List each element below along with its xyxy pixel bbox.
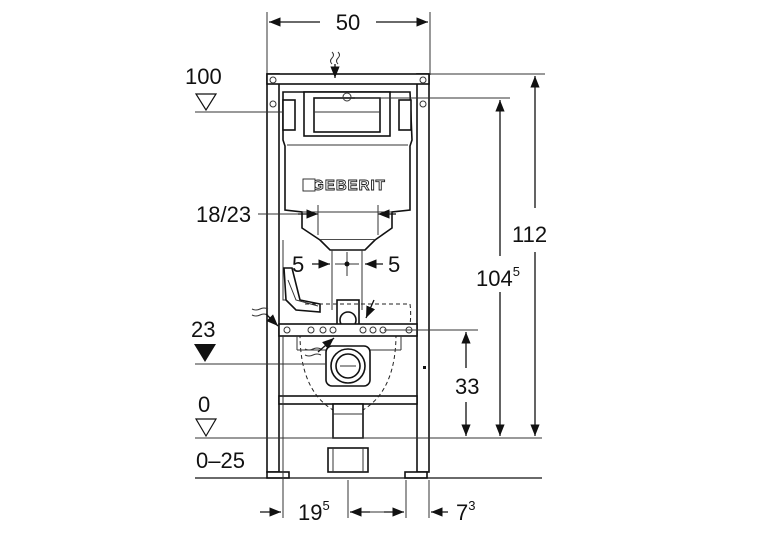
level-23-marker: 23 bbox=[191, 317, 216, 362]
side-left-label: 5 bbox=[292, 252, 304, 277]
installation-frame bbox=[266, 73, 430, 479]
water-inlet-icon bbox=[330, 51, 340, 78]
height-actuator-dimension: 1045 bbox=[355, 97, 520, 436]
level-zero-label: 0 bbox=[198, 392, 210, 417]
bottom-right-label: 73 bbox=[456, 498, 475, 525]
geberit-logo: GEBERIT bbox=[312, 177, 386, 194]
cistern: GEBERIT bbox=[282, 91, 413, 241]
height-total-dimension: 112 bbox=[429, 73, 547, 436]
marker-dot bbox=[423, 366, 426, 369]
water-supply-icon bbox=[251, 307, 279, 327]
bottom-left-label: 195 bbox=[298, 498, 330, 525]
level-0-marker: 0 bbox=[194, 392, 218, 438]
level-mid-label: 23 bbox=[191, 317, 215, 342]
drain-outlet bbox=[325, 345, 371, 473]
offset-dimension: 18/23 bbox=[196, 202, 396, 235]
bottom-dimensions: 195 73 bbox=[260, 336, 475, 525]
height-drain-label: 33 bbox=[455, 374, 479, 399]
connection-rail bbox=[278, 323, 418, 351]
height-actuator-label: 1045 bbox=[476, 264, 520, 291]
water-drain-icon bbox=[304, 337, 335, 357]
side-offset-dimension: 5 5 bbox=[292, 252, 400, 277]
level-top-label: 100 bbox=[185, 64, 222, 89]
vent-arrow bbox=[365, 299, 376, 319]
side-right-label: 5 bbox=[388, 252, 400, 277]
width-dimension: 50 bbox=[266, 10, 431, 75]
level-100-marker: 100 bbox=[185, 64, 222, 112]
height-total-label: 112 bbox=[512, 222, 547, 247]
width-top-label: 50 bbox=[336, 10, 360, 35]
floor-range-label: 0–25 bbox=[196, 448, 245, 473]
offset-pair-label: 18/23 bbox=[196, 202, 251, 227]
height-drain-dimension: 33 bbox=[455, 332, 479, 436]
